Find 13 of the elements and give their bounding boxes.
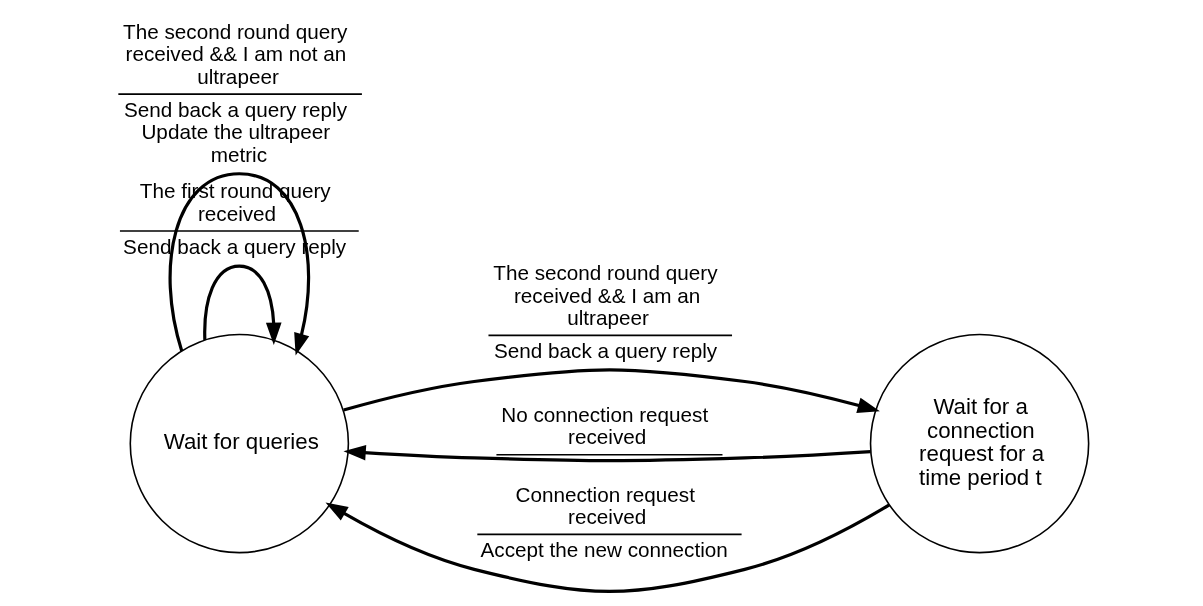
edge-label: Send back a query reply Update the ultrapeer metric: [123, 98, 348, 166]
edge-label: Send back a query reply: [494, 339, 718, 363]
arrow: [119, 230, 360, 345]
arrow: [117, 93, 363, 356]
edge-label: The second round query received && I am not an ultrapeer: [123, 20, 348, 88]
arrow: [325, 502, 891, 593]
arrow: [343, 334, 880, 413]
edge-label: Accept the new connection: [480, 538, 728, 562]
edge-label: The second round query received && I am an ultrapeer: [493, 261, 718, 329]
edge-label: Connection request received: [515, 482, 695, 528]
arrow: [343, 444, 871, 463]
edge-label: No connection request received: [501, 402, 709, 449]
node-circle: Wait for a connection request for a time period t: [869, 333, 1090, 554]
